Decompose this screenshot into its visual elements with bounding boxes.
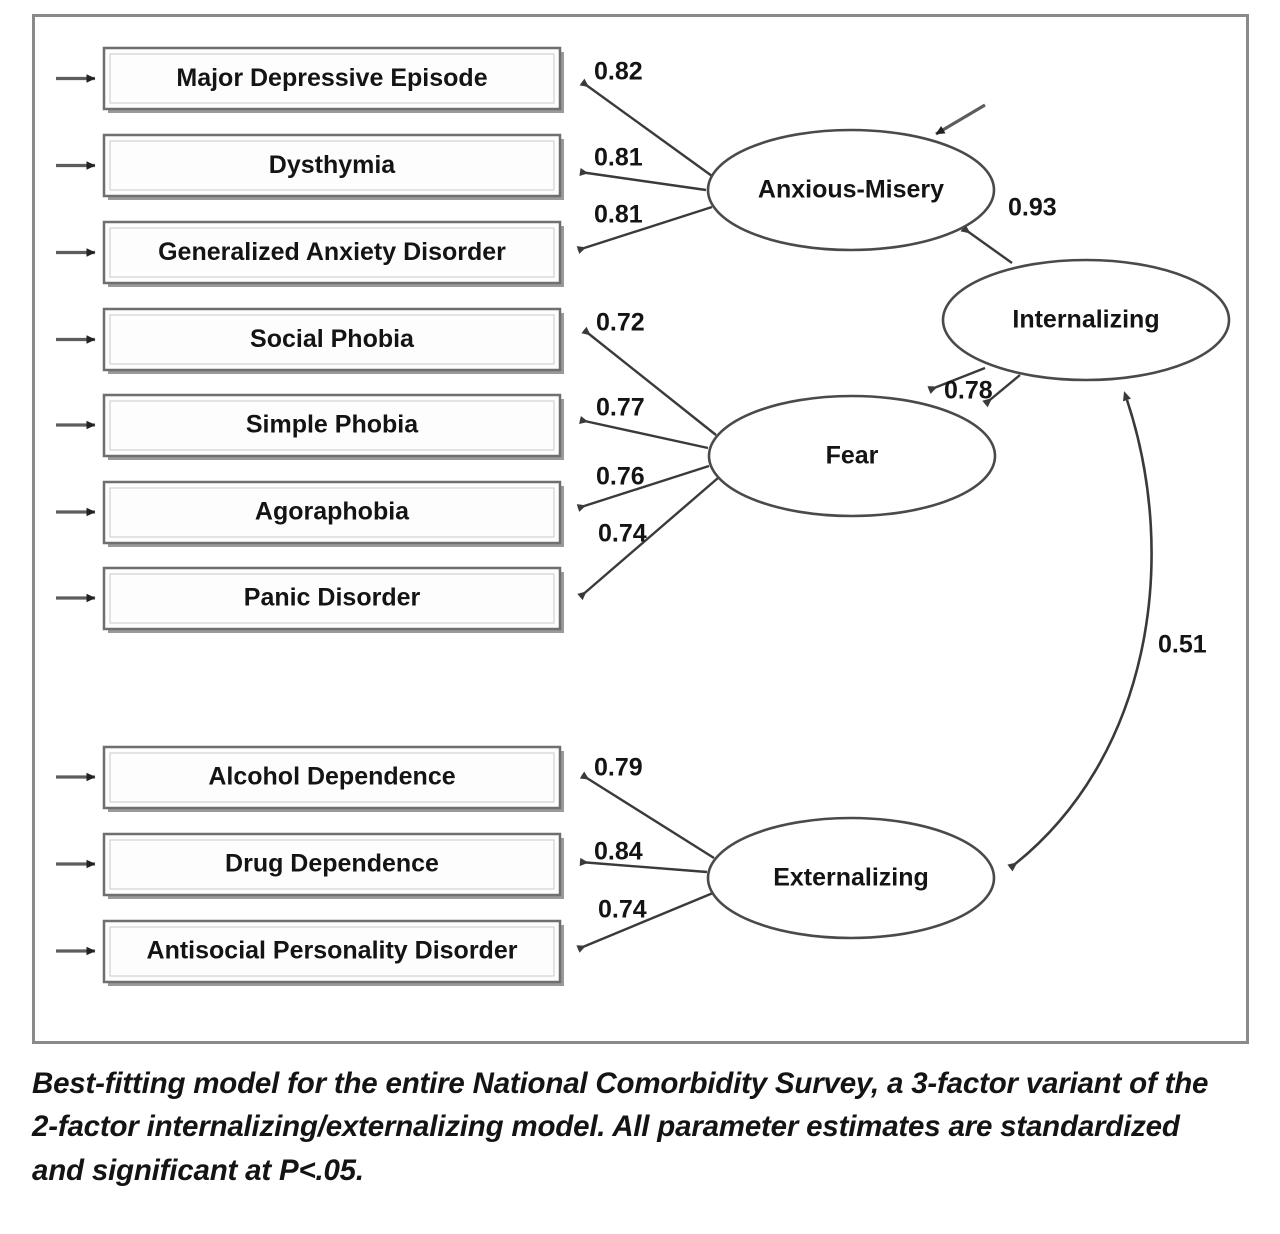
coefficient-label-simp: 0.77 (596, 394, 645, 422)
loading-path-am-mde (579, 78, 713, 177)
indicator-box-aspd: Antisocial Personality Disorder (102, 919, 564, 986)
indicator-box-simp: Simple Phobia (102, 393, 564, 460)
coefficient-label-mde: 0.82 (594, 58, 643, 86)
coefficient-label-pan: 0.74 (598, 520, 647, 548)
coefficient-label-dys: 0.81 (594, 144, 643, 172)
structural-path-int-to-fear-b (982, 374, 1021, 408)
indicator-box-socp: Social Phobia (102, 307, 564, 374)
coefficient-label-gad: 0.81 (594, 201, 643, 229)
coefficient-label-alc: 0.79 (594, 754, 643, 782)
loading-path-ext-alc (579, 771, 715, 860)
indicator-label-gad: Generalized Anxiety Disorder (158, 238, 506, 266)
factor-label-externalizing: Externalizing (773, 864, 929, 892)
structural-path-int-to-am (960, 224, 1013, 264)
indicator-label-drug: Drug Dependence (225, 850, 439, 878)
loading-path-am-gad (576, 205, 713, 254)
indicator-box-alc: Alcohol Dependence (102, 745, 564, 812)
indicator-label-dys: Dysthymia (269, 151, 397, 179)
loading-path-ext-drug (579, 857, 708, 874)
indicator-box-gad: Generalized Anxiety Disorder (102, 220, 564, 287)
factor-label-internalizing: Internalizing (1012, 306, 1159, 334)
factor-ellipse-externalizing: Externalizing (706, 816, 996, 940)
disturbance-arrow-anxious-misery (935, 103, 986, 136)
indicator-label-pan: Panic Disorder (244, 584, 421, 612)
indicator-box-dys: Dysthymia (102, 133, 564, 200)
indicator-label-mde: Major Depressive Episode (176, 64, 487, 92)
loading-path-fear-simp (579, 415, 709, 450)
indicator-label-simp: Simple Phobia (246, 411, 419, 439)
coefficient-label-drug: 0.84 (594, 838, 643, 866)
factor-label-fear: Fear (826, 442, 879, 470)
indicator-label-aspd: Antisocial Personality Disorder (147, 937, 518, 965)
indicator-box-agor: Agoraphobia (102, 480, 564, 547)
indicator-label-alc: Alcohol Dependence (208, 763, 455, 791)
coefficient-label-socp: 0.72 (596, 309, 645, 337)
factor-ellipse-fear: Fear (707, 394, 997, 518)
coefficient-label-int-ext: 0.51 (1158, 631, 1207, 659)
indicator-box-drug: Drug Dependence (102, 832, 564, 899)
structural-path-int-to-fear-a (927, 366, 986, 394)
figure-caption: Best-fitting model for the entire Nation… (32, 1067, 1209, 1187)
indicator-box-mde: Major Depressive Episode (102, 46, 564, 113)
factor-ellipse-internalizing: Internalizing (941, 258, 1231, 382)
indicator-label-agor: Agoraphobia (255, 498, 410, 526)
sem-diagram-canvas: Major Depressive Episode Dysthymia Gener… (32, 14, 1249, 1044)
coefficient-label-aspd: 0.74 (598, 896, 647, 924)
coefficient-label-int-fear: 0.78 (944, 377, 993, 405)
coefficient-label-agor: 0.76 (596, 463, 645, 491)
loading-path-am-dys (579, 167, 707, 192)
factor-ellipse-anxious-misery: Anxious-Misery (706, 128, 996, 252)
coefficient-label-int-am: 0.93 (1008, 194, 1057, 222)
loading-path-fear-agor (576, 464, 710, 512)
loading-path-fear-socp (581, 326, 717, 436)
factor-label-anxious-misery: Anxious-Misery (758, 176, 944, 204)
indicator-label-socp: Social Phobia (250, 325, 415, 353)
indicator-box-pan: Panic Disorder (102, 566, 564, 633)
loading-path-fear-pan (577, 477, 719, 601)
correlation-path-int-ext (1007, 391, 1153, 872)
loading-path-ext-aspd (576, 891, 714, 953)
